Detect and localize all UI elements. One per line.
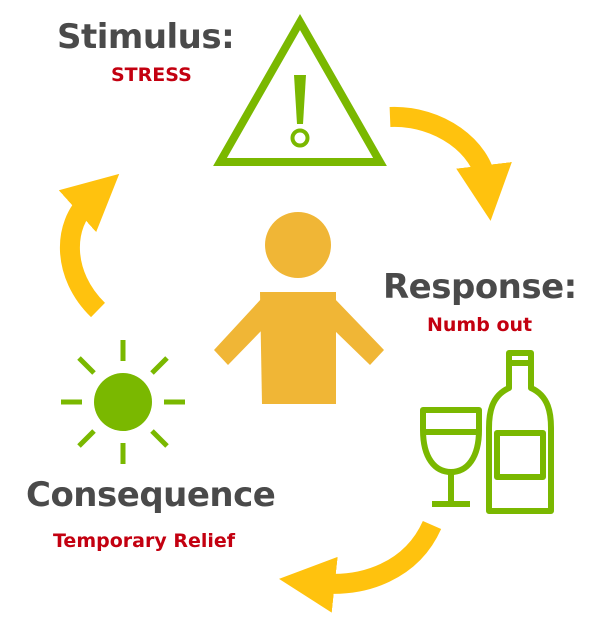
response-value: Numb out xyxy=(427,314,533,336)
cycle-arrow-icon xyxy=(389,106,512,221)
cycle-arrow-icon xyxy=(58,173,120,318)
wine-bottle-icon xyxy=(486,350,554,514)
stimulus-heading: Stimulus: xyxy=(57,17,235,57)
person-icon xyxy=(214,212,384,404)
cycle-arrow-icon xyxy=(279,520,442,613)
response-heading: Response: xyxy=(383,267,577,307)
warning-triangle-icon xyxy=(213,13,387,166)
wine-glass-icon xyxy=(420,407,482,507)
consequence-value: Temporary Relief xyxy=(53,530,236,552)
sun-icon xyxy=(61,340,185,464)
stimulus-value: STRESS xyxy=(111,64,192,86)
consequence-heading: Consequence xyxy=(26,475,276,515)
